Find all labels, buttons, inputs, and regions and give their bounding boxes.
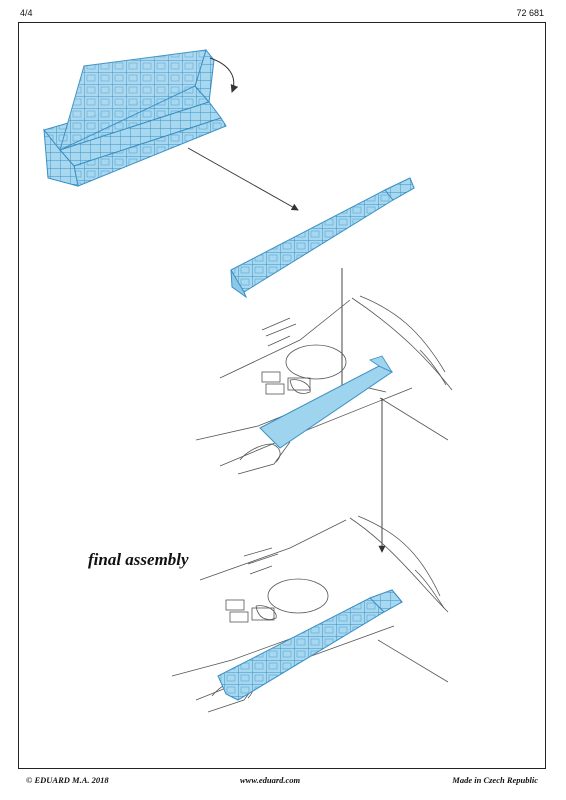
page-number: 4/4 bbox=[20, 8, 33, 18]
wing-final-drawing bbox=[171, 515, 449, 713]
website-link[interactable]: www.eduard.com bbox=[240, 775, 301, 785]
wing-section-drawing bbox=[195, 295, 453, 475]
assembly-arrow-icon bbox=[187, 147, 299, 211]
rotation-arrow-icon bbox=[209, 57, 239, 93]
final-assembly-title: final assembly bbox=[88, 550, 189, 569]
copyright-text: © EDUARD M.A. 2018 bbox=[26, 775, 109, 785]
etched-panel-flat bbox=[230, 177, 415, 299]
etched-panel-folded bbox=[43, 48, 227, 187]
recess-highlight bbox=[259, 355, 394, 449]
etched-panel-installed bbox=[217, 589, 403, 701]
origin-text: Made in Czech Republic bbox=[452, 775, 538, 785]
kit-code: 72 681 bbox=[516, 8, 544, 18]
page-frame bbox=[18, 22, 546, 769]
